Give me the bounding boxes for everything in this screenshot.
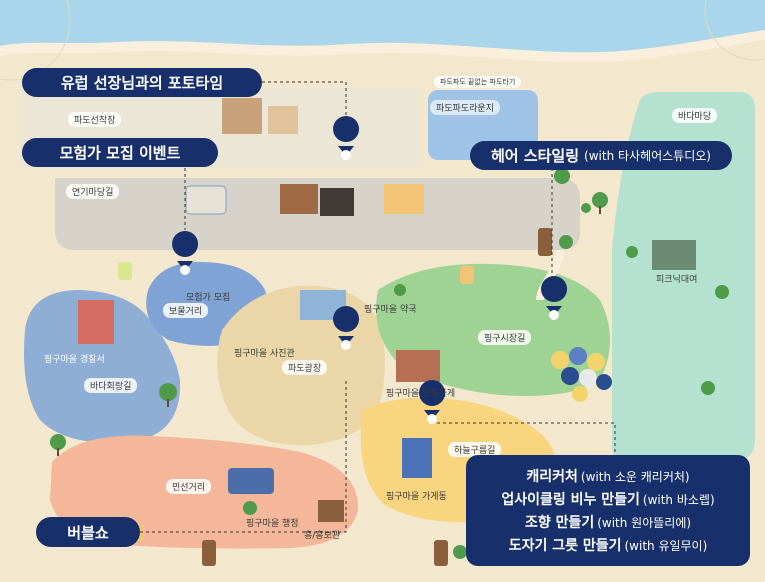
zone-label: 파도선착장: [68, 112, 122, 127]
workshop-title: 도자기 그릇 만들기: [508, 538, 622, 554]
event-label-portrait[interactable]: 유럽 선장님과의 포토타임: [22, 68, 262, 97]
zone-label: 핑구마을 약국: [364, 305, 417, 315]
event-label-text: 헤어 스타일링: [491, 147, 580, 165]
zone-label: 파도파도라운지: [430, 100, 500, 115]
workshop-partner: (with 바소렙): [642, 493, 715, 507]
zone-label: 핑구마을 경찰서: [44, 355, 105, 365]
zone-sign: 파도파도 끝없는 파도타기: [434, 76, 522, 88]
workshop-partner: (with 소운 캐리커처): [580, 470, 690, 484]
event-label-adventurer[interactable]: 모험가 모집 이벤트: [22, 138, 218, 167]
workshop-item: 조향 만들기(with 원아뜰리에): [525, 512, 691, 532]
workshop-title: 업사이클링 비누 만들기: [501, 492, 640, 508]
workshop-partner: (with 유일무이): [624, 539, 708, 553]
event-label-subtext: (with 타사헤어스튜디오): [584, 149, 711, 163]
trash-bin-icon: [202, 228, 573, 566]
zone-label: 모험가 모집: [186, 293, 231, 303]
zone-label: 핑구마을 인형가게: [386, 389, 456, 399]
event-label-bubble-show[interactable]: 버블쇼: [36, 517, 140, 547]
zone-label: 핑구마을 사진관: [234, 349, 295, 359]
zone-label: 민선거리: [166, 479, 212, 494]
zone-label: 핑구시장길: [478, 330, 532, 345]
workshop-partner: (with 원아뜰리에): [597, 516, 692, 530]
event-label-text: 버블쇼: [67, 523, 109, 542]
workshop-callout[interactable]: 캐리커처(with 소운 캐리커처) 업사이클링 비누 만들기(with 바소렙…: [466, 455, 750, 566]
workshop-title: 캐리커처: [526, 469, 578, 485]
event-label-hair[interactable]: 헤어 스타일링 (with 타사헤어스튜디오): [470, 141, 732, 170]
event-label-text: 유럽 선장님과의 포토타임: [60, 74, 224, 92]
workshop-item: 업사이클링 비누 만들기(with 바소렙): [501, 489, 714, 509]
workshop-title: 조향 만들기: [524, 515, 595, 531]
zone-label: 연기마당길: [66, 184, 120, 199]
zone-label: 핑구마을 가게동: [386, 492, 447, 502]
zone-label: 바다마당: [672, 108, 718, 123]
sea-area: [0, 0, 765, 53]
badahwangil-zone: [24, 290, 181, 443]
zone-label: 핑구마을 행정: [246, 519, 299, 529]
workshop-item: 캐리커처(with 소운 캐리커처): [526, 466, 689, 486]
tree-icon: [50, 168, 729, 515]
zone-label: 바다회랑길: [84, 378, 138, 393]
shore-line: [0, 30, 765, 63]
zone-label: 파도광장: [282, 360, 328, 375]
bada-madang-zone: [611, 92, 755, 460]
building-cluster: [78, 98, 696, 522]
zone-label: 흥/흥보관: [304, 531, 341, 541]
workshop-item: 도자기 그릇 만들기(with 유일무이): [509, 535, 708, 555]
event-label-text: 모험가 모집 이벤트: [59, 144, 181, 162]
zone-label: 피크닉대여: [656, 275, 698, 285]
zone-label: 하늘구름길: [448, 442, 502, 457]
map-pin-icon: [172, 116, 568, 420]
zone-label: 보물거리: [163, 303, 209, 318]
balloon-icon: [551, 347, 612, 402]
